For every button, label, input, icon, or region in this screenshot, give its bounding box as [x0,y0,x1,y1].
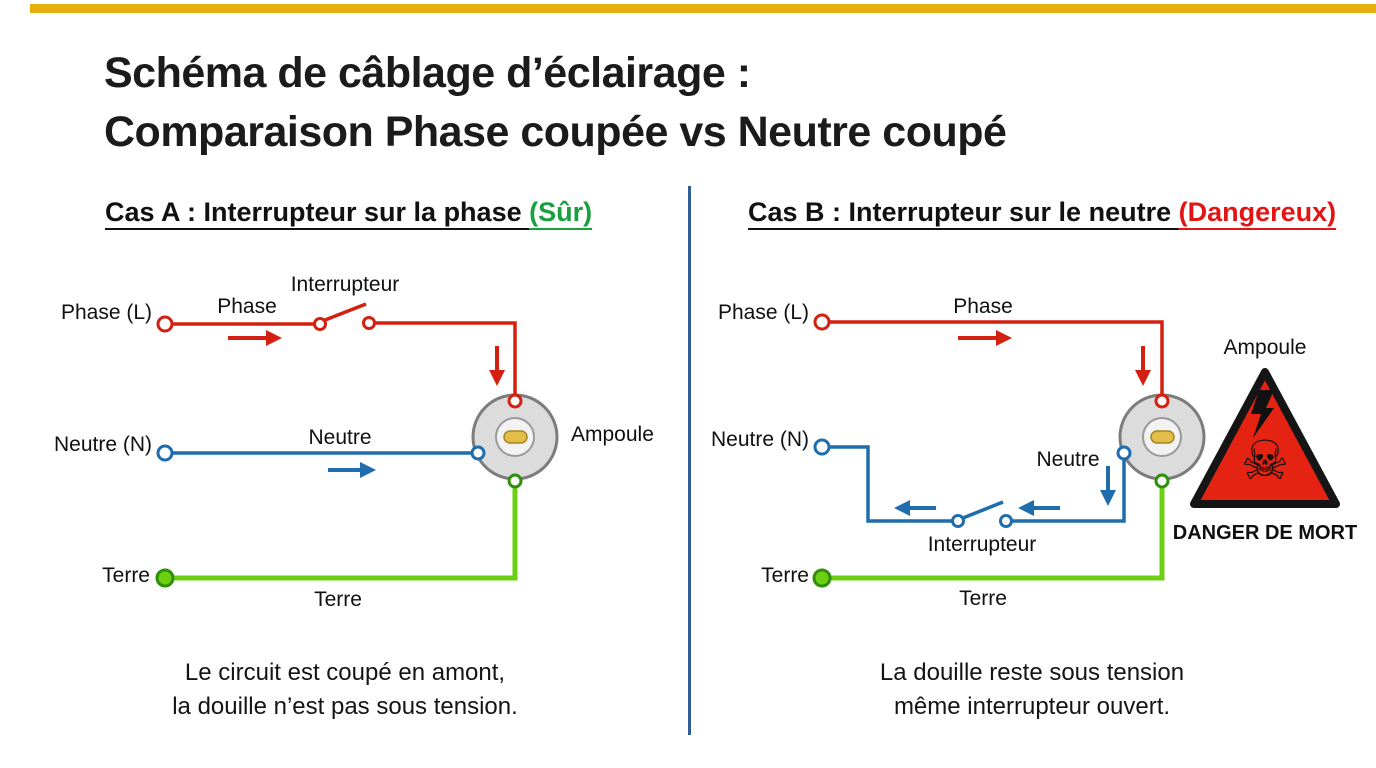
phase-wire-a [156,315,523,409]
label-a-lamp: Ampoule [571,423,654,446]
label-a-neutral-terminal: Neutre (N) [53,433,152,456]
top-accent-bar [30,4,1376,13]
switch-open-a [313,302,376,331]
label-b-earth-terminal: Terre [761,564,809,587]
label-a-switch: Interrupteur [290,273,400,296]
label-a-earth-terminal: Terre [102,564,150,587]
label-a-earth-wire: Terre [314,588,362,611]
panel-b-caption-line2: même interrupteur ouvert. [893,693,1171,720]
panel-b-heading-text: Cas B : Interrupteur sur le neutre [748,197,1179,227]
phase-flow-arrow-b [958,330,1012,346]
label-a-phase-wire: Phase [217,295,277,318]
panel-a-safe-badge: (Sûr) [529,197,593,227]
label-b-neutral-wire: Neutre [1036,448,1100,471]
panel-a-heading: Cas A : Interrupteur sur la phase (Sûr) [105,197,592,228]
panel-b-caption: La douille reste sous tension même inter… [792,656,1272,724]
neutral-down-arrow-b [1100,466,1116,506]
earth-wire-a [155,473,523,588]
panel-b-heading: Cas B : Interrupteur sur le neutre (Dang… [748,197,1336,228]
neutral-left-arrow-1-b [894,500,936,516]
label-b-lamp: Ampoule [1223,336,1307,359]
page-title-line1: Schéma de câblage d’éclairage : [104,49,751,97]
label-b-danger-de-mort: DANGER DE MORT [1172,522,1358,544]
phase-flow-arrow-a [228,330,282,346]
phase-down-arrow-b [1135,346,1151,386]
panel-divider [688,186,691,735]
earth-wire-b [812,473,1170,588]
panel-b-danger-badge: (Dangereux) [1178,197,1337,227]
label-b-neutral-terminal: Neutre (N) [710,428,809,451]
label-b-earth-wire: Terre [959,587,1007,610]
phase-down-arrow-a [489,346,505,386]
neutral-left-arrow-2-b [1018,500,1060,516]
lamp-holder-a [471,393,559,481]
neutral-flow-arrow-a [328,462,376,478]
label-b-switch: Interrupteur [927,533,1037,556]
switch-open-b [951,500,1013,528]
panel-a-caption: Le circuit est coupé en amont, la douill… [105,656,585,724]
skull-crossbones-icon: ☠ [1240,429,1290,492]
lamp-holder-b [1118,393,1206,481]
page-title-line2: Comparaison Phase coupée vs Neutre coupé [104,108,1007,156]
label-a-neutral-wire: Neutre [308,426,372,449]
label-b-phase-wire: Phase [953,295,1013,318]
panel-a-heading-text: Cas A : Interrupteur sur la phase [105,197,530,227]
label-a-phase-terminal: Phase (L) [60,301,152,324]
panel-a-caption-line2: la douille n’est pas sous tension. [172,693,518,720]
page-title: Schéma de câblage d’éclairage : Comparai… [104,44,1007,162]
phase-wire-b [813,313,1170,409]
panel-a-caption-line1: Le circuit est coupé en amont, [184,659,506,686]
panel-b-caption-line1: La douille reste sous tension [879,659,1185,686]
label-b-phase-terminal: Phase (L) [717,301,809,324]
